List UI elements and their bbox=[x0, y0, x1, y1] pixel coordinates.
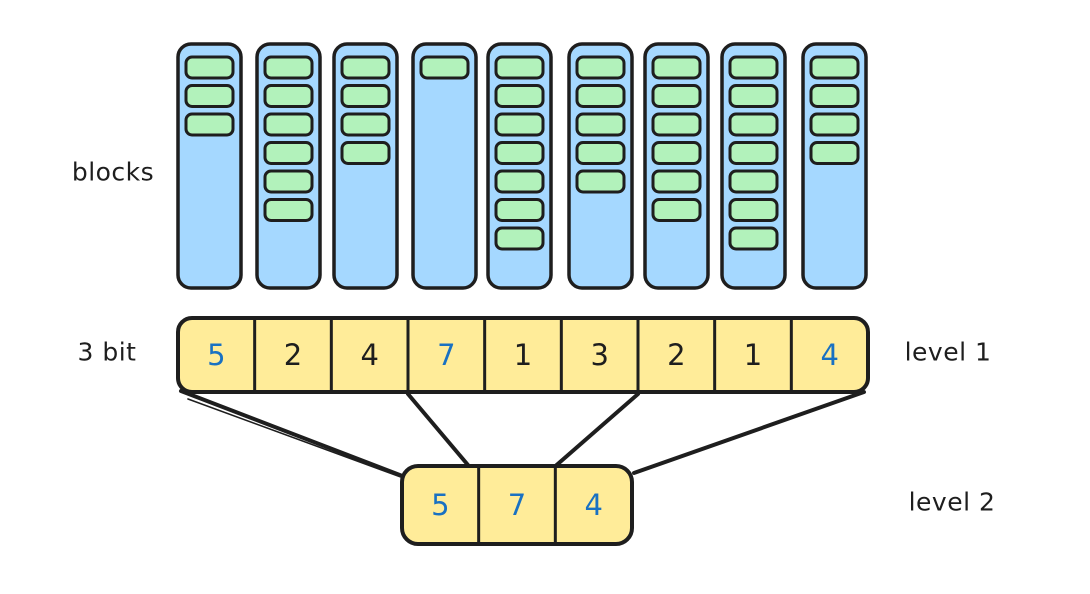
connector-line bbox=[632, 390, 866, 475]
block-mini-cell bbox=[575, 112, 626, 137]
block-mini-cell bbox=[651, 169, 702, 194]
level2-row bbox=[400, 464, 634, 546]
block bbox=[176, 42, 243, 290]
block-mini-cell bbox=[651, 141, 702, 165]
level2-label: level 2 bbox=[908, 487, 996, 517]
level1-cell-value: 2 bbox=[667, 338, 685, 372]
block-mini-cell bbox=[494, 112, 545, 137]
level1-cell-value: 5 bbox=[207, 338, 225, 372]
connector-line bbox=[552, 392, 640, 469]
block-mini-cell bbox=[575, 169, 626, 194]
block-mini-cell bbox=[184, 55, 235, 80]
block bbox=[567, 42, 634, 290]
level1-cell-value: 4 bbox=[820, 338, 838, 372]
level2-cell-value: 7 bbox=[508, 488, 526, 522]
block-mini-cell bbox=[575, 84, 626, 108]
block bbox=[486, 42, 553, 290]
block-mini-cell bbox=[728, 198, 779, 222]
block-mini-cell bbox=[728, 226, 779, 251]
block bbox=[332, 42, 399, 290]
block bbox=[801, 42, 868, 290]
block bbox=[411, 42, 478, 290]
block-mini-cell bbox=[184, 84, 235, 108]
block-mini-cell bbox=[494, 55, 545, 80]
blocks-label: blocks bbox=[71, 157, 155, 187]
block-mini-cell bbox=[728, 55, 779, 80]
block-mini-cell bbox=[419, 55, 470, 80]
level1-cell-value: 4 bbox=[360, 338, 378, 372]
block-mini-cell bbox=[728, 112, 779, 137]
block-mini-cell bbox=[651, 198, 702, 222]
block-mini-cell bbox=[263, 169, 314, 194]
block-mini-cell bbox=[651, 84, 702, 108]
block-mini-cell bbox=[728, 141, 779, 165]
block-mini-cell bbox=[263, 112, 314, 137]
level2-cell-value: 5 bbox=[431, 488, 449, 522]
connector-line-double-stroke bbox=[187, 398, 410, 481]
level1-row bbox=[176, 316, 870, 394]
block-mini-cell bbox=[494, 226, 545, 251]
block-mini-cell bbox=[263, 141, 314, 165]
connector-line bbox=[406, 392, 472, 469]
bits-label: 3 bit bbox=[77, 337, 137, 367]
block bbox=[720, 42, 787, 290]
block-mini-cell bbox=[651, 112, 702, 137]
block-mini-cell bbox=[340, 55, 391, 80]
level1-cell-value: 1 bbox=[514, 338, 532, 372]
block-mini-cell bbox=[340, 141, 391, 165]
block-mini-cell bbox=[263, 55, 314, 80]
level1-cell-value: 1 bbox=[744, 338, 762, 372]
connector-line bbox=[179, 389, 407, 479]
level1-label: level 1 bbox=[904, 337, 992, 367]
block-mini-cell bbox=[575, 55, 626, 80]
block-mini-cell bbox=[494, 169, 545, 194]
block-mini-cell bbox=[494, 84, 545, 108]
level1-cell-value: 3 bbox=[590, 338, 608, 372]
level1-cell-value: 2 bbox=[284, 338, 302, 372]
level2-cell-value: 4 bbox=[584, 488, 602, 522]
block-mini-cell bbox=[809, 141, 860, 165]
block bbox=[255, 42, 322, 290]
block-mini-cell bbox=[494, 141, 545, 165]
block bbox=[643, 42, 710, 290]
block-mini-cell bbox=[651, 55, 702, 80]
block-mini-cell bbox=[809, 112, 860, 137]
block-mini-cell bbox=[263, 84, 314, 108]
block-mini-cell bbox=[184, 112, 235, 137]
block-mini-cell bbox=[340, 112, 391, 137]
block-mini-cell bbox=[494, 198, 545, 222]
block-mini-cell bbox=[728, 84, 779, 108]
block-mini-cell bbox=[809, 84, 860, 108]
block-mini-cell bbox=[575, 141, 626, 165]
block-mini-cell bbox=[728, 169, 779, 194]
block-mini-cell bbox=[263, 198, 314, 222]
block-mini-cell bbox=[809, 55, 860, 80]
level1-cell-value: 7 bbox=[437, 338, 455, 372]
block-mini-cell bbox=[340, 84, 391, 108]
